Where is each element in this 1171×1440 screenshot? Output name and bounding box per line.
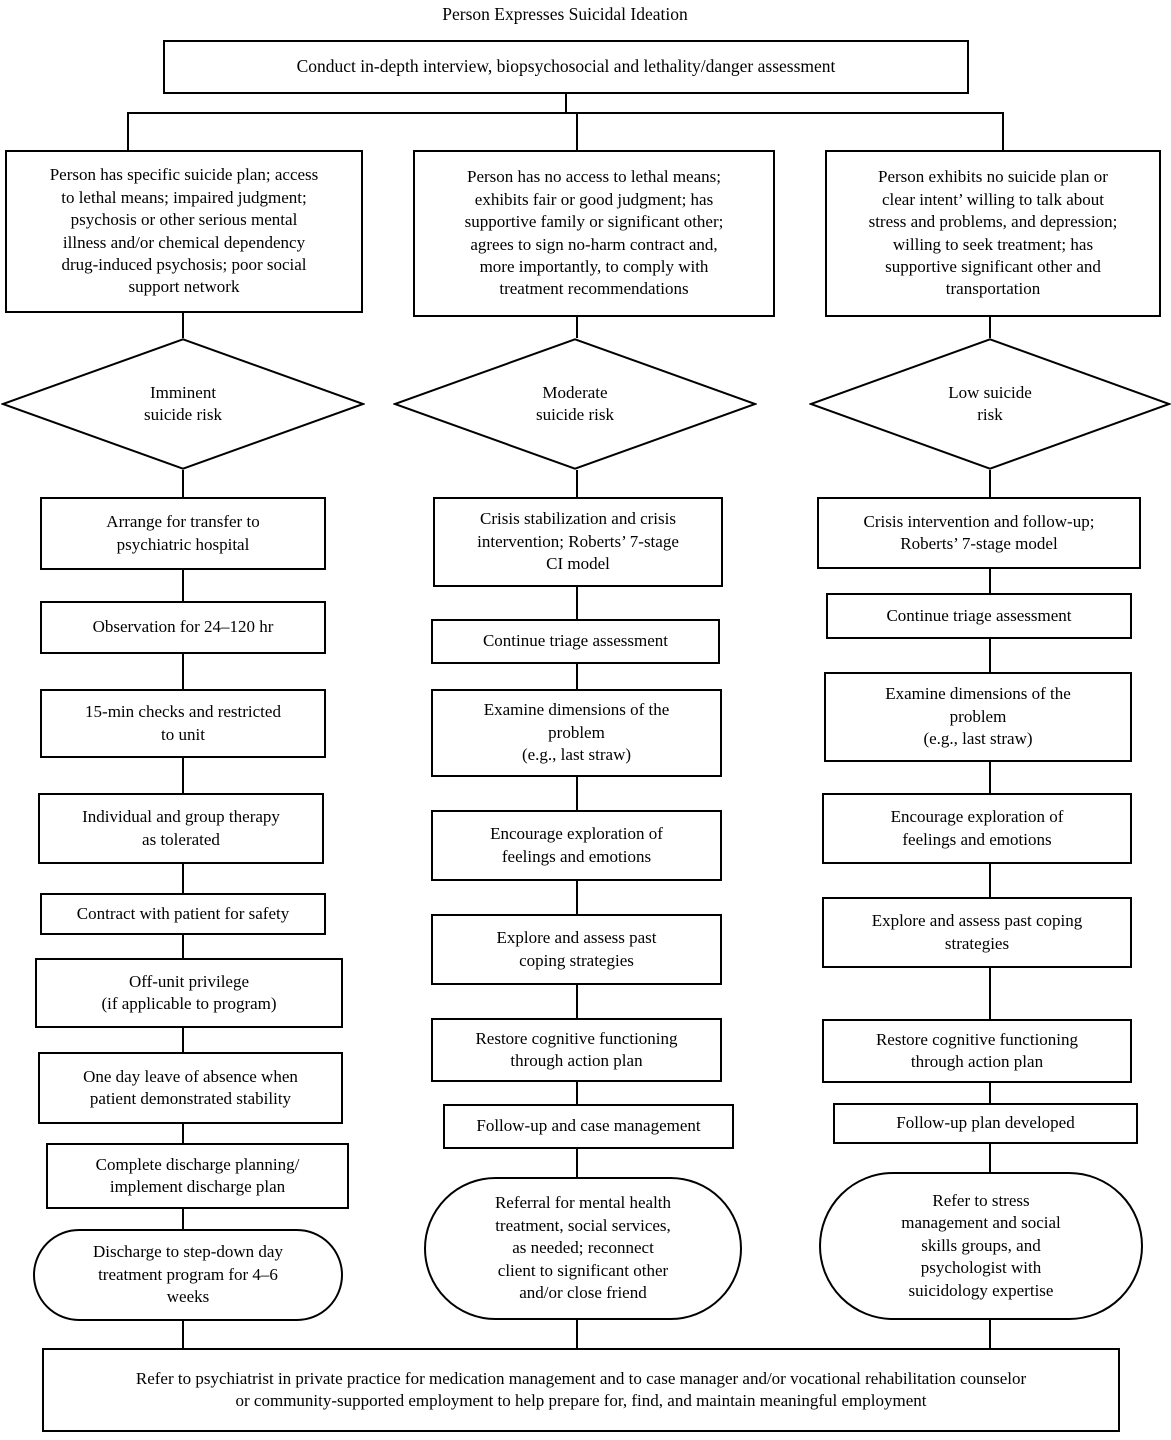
node-moderate-step-4: Encourage exploration of feelings and em…: [431, 810, 722, 881]
diamond-shape-icon: [393, 338, 757, 470]
connector-line: [182, 935, 184, 958]
node-low-step-4: Encourage exploration of feelings and em…: [822, 793, 1132, 864]
connector-line: [989, 470, 991, 500]
connector-line: [989, 864, 991, 897]
connector-line: [989, 1144, 991, 1172]
connector-line: [127, 112, 1004, 114]
node-low-step-3: Examine dimensions of the problem (e.g.,…: [824, 672, 1132, 762]
node-imminent-step-2: Observation for 24–120 hr: [40, 601, 326, 654]
connector-line: [989, 968, 991, 1019]
node-moderate-step-1: Crisis stabilization and crisis interven…: [433, 497, 723, 587]
node-condition-imminent: Person has specific suicide plan; access…: [5, 150, 363, 313]
node-low-step-6: Restore cognitive functioning through ac…: [822, 1019, 1132, 1083]
connector-line: [127, 112, 129, 150]
node-assessment: Conduct in-depth interview, biopsychosoc…: [163, 40, 969, 94]
connector-line: [576, 470, 578, 500]
connector-line: [182, 654, 184, 689]
connector-line: [576, 112, 578, 150]
connector-line: [182, 1028, 184, 1052]
diamond-shape-icon: [809, 338, 1171, 470]
node-moderate-outcome: Referral for mental health treatment, so…: [424, 1177, 742, 1320]
connector-line: [576, 1082, 578, 1104]
connector-line: [989, 317, 991, 338]
diamond-shape-icon: [1, 338, 365, 470]
page-title: Person Expresses Suicidal Ideation: [442, 4, 688, 24]
connector-line: [576, 1320, 578, 1348]
node-imminent-step-4: Individual and group therapy as tolerate…: [38, 793, 324, 864]
risk-label: Imminent suicide risk: [144, 382, 222, 424]
connector-line: [576, 777, 578, 810]
connector-line: [576, 1149, 578, 1177]
node-low-step-7: Follow-up plan developed: [833, 1103, 1138, 1144]
node-moderate-step-5: Explore and assess past coping strategie…: [431, 914, 722, 985]
node-moderate-step-3: Examine dimensions of the problem (e.g.,…: [431, 689, 722, 777]
connector-line: [989, 569, 991, 593]
node-moderate-step-2: Continue triage assessment: [431, 619, 720, 664]
node-imminent-step-3: 15-min checks and restricted to unit: [40, 689, 326, 758]
node-low-outcome: Refer to stress management and social sk…: [819, 1172, 1143, 1320]
node-condition-low: Person exhibits no suicide plan or clear…: [825, 150, 1161, 317]
connector-line: [565, 94, 567, 113]
node-moderate-step-6: Restore cognitive functioning through ac…: [431, 1018, 722, 1082]
decision-low-risk: Low suicide risk: [809, 338, 1171, 470]
decision-moderate-risk: Moderate suicide risk: [393, 338, 757, 470]
risk-label: Moderate suicide risk: [536, 382, 614, 424]
connector-line: [182, 470, 184, 497]
connector-line: [182, 1321, 184, 1348]
connector-line: [989, 762, 991, 793]
connector-line: [576, 587, 578, 619]
node-imminent-step-1: Arrange for transfer to psychiatric hosp…: [40, 497, 326, 570]
connector-line: [182, 1209, 184, 1229]
connector-line: [182, 1124, 184, 1143]
node-low-step-2: Continue triage assessment: [826, 593, 1132, 639]
node-imminent-step-7: One day leave of absence when patient de…: [38, 1052, 343, 1124]
connector-line: [182, 864, 184, 893]
node-moderate-step-7: Follow-up and case management: [443, 1104, 734, 1149]
node-low-step-5: Explore and assess past coping strategie…: [822, 897, 1132, 968]
connector-line: [182, 758, 184, 793]
connector-line: [182, 313, 184, 338]
connector-line: [1002, 112, 1004, 150]
connector-line: [576, 985, 578, 1018]
node-footer-referral: Refer to psychiatrist in private practic…: [42, 1348, 1120, 1432]
connector-line: [576, 317, 578, 338]
node-imminent-step-5: Contract with patient for safety: [40, 893, 326, 935]
connector-line: [182, 570, 184, 601]
connector-line: [989, 1083, 991, 1103]
connector-line: [989, 639, 991, 672]
connector-line: [576, 664, 578, 689]
connector-line: [576, 881, 578, 914]
node-imminent-step-8: Complete discharge planning/ implement d…: [46, 1143, 349, 1209]
node-condition-moderate: Person has no access to lethal means; ex…: [413, 150, 775, 317]
node-imminent-outcome: Discharge to step-down day treatment pro…: [33, 1229, 343, 1321]
risk-label: Low suicide risk: [948, 382, 1032, 424]
node-imminent-step-6: Off-unit privilege (if applicable to pro…: [35, 958, 343, 1028]
decision-imminent-risk: Imminent suicide risk: [1, 338, 365, 470]
connector-line: [989, 1320, 991, 1348]
node-low-step-1: Crisis intervention and follow-up; Rober…: [817, 497, 1141, 569]
